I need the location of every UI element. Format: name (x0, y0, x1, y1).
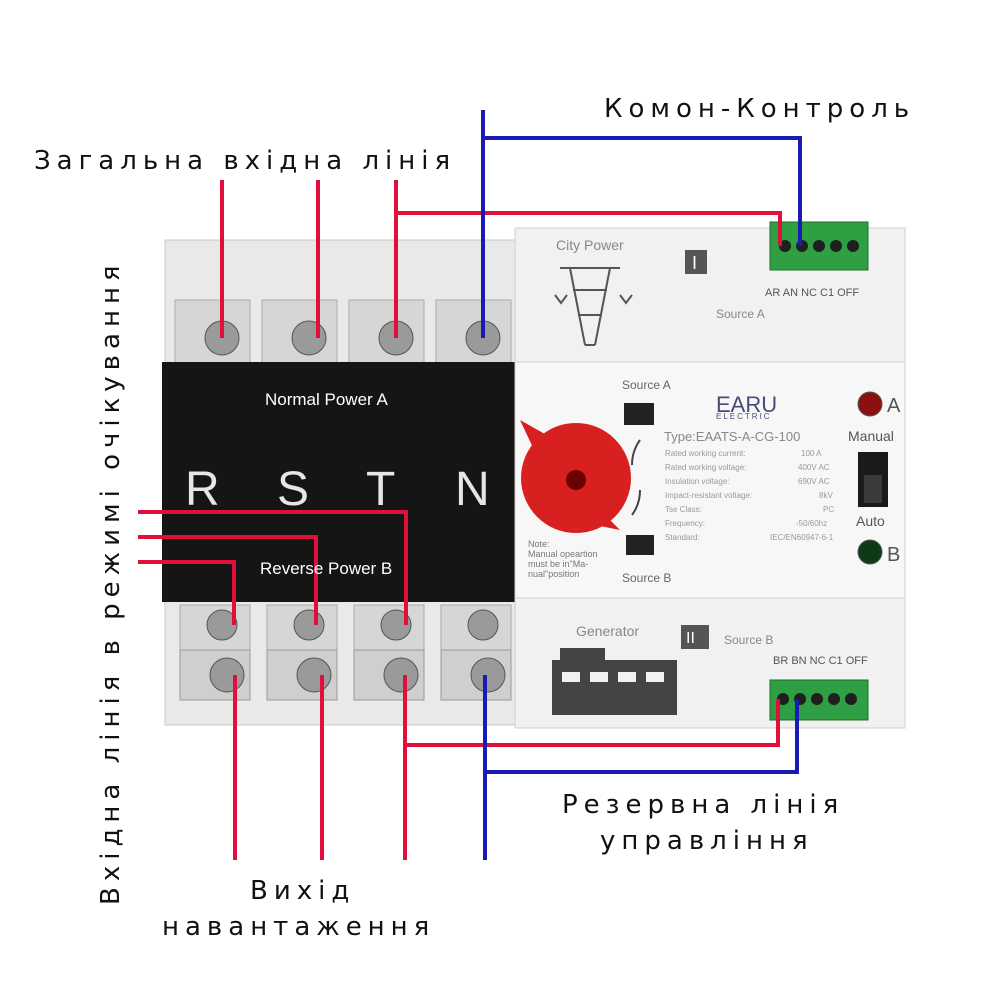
spec-value-5: -50/60hz (796, 519, 827, 528)
brand-sub: ELECTRIC (716, 412, 772, 421)
city-power-label: City Power (556, 237, 624, 253)
terminals-a-label: AR AN NC C1 OFF (765, 287, 859, 299)
source-a-window (624, 403, 654, 425)
generator-label: Generator (576, 623, 639, 639)
wire-backup-control (483, 675, 799, 860)
indicator-b-lamp (857, 539, 883, 565)
spec-label-2: Insulation voltage: (665, 477, 730, 486)
brand-logo: EARU (716, 392, 777, 417)
spec-label-5: Frequency: (665, 519, 705, 528)
wire-to-ar (396, 211, 782, 246)
indicator-b-label: B (887, 544, 900, 566)
source-a-module-label: Source A (716, 307, 765, 321)
roman-2-label: II (686, 630, 695, 647)
roman-1-label: I (692, 253, 697, 273)
backup-control-label-1: Резервна лінія (562, 790, 845, 820)
spec-label-6: Standard: (665, 533, 700, 542)
spec-value-3: 8kV (819, 491, 833, 500)
common-control-label: Комон-Контроль (604, 94, 916, 124)
bottom-terminal-block (164, 599, 516, 726)
backup-control-label-2: управління (600, 826, 814, 856)
spec-label-0: Rated working current: (665, 449, 745, 458)
common-input-label: Загальна вхідна лінія (34, 146, 457, 176)
wire-standby-s (138, 535, 318, 625)
spec-value-2: 690V AC (798, 477, 830, 486)
normal-power-label: Normal Power A (265, 390, 388, 409)
indicator-a-label: A (887, 395, 901, 417)
spec-value-1: 400V AC (798, 463, 830, 472)
note-line-2: must be in"Ma- (528, 559, 588, 569)
source-b-window (626, 535, 654, 555)
phase-r: R (185, 463, 220, 516)
note-line-3: nual"position (528, 569, 579, 579)
spec-label-4: Tse Class: (665, 505, 702, 514)
auto-label: Auto (856, 513, 885, 529)
spec-label-1: Rated working voltage: (665, 463, 746, 472)
phase-n: N (455, 463, 490, 516)
note-line-0: Note: (528, 539, 550, 549)
type-label: Type:EAATS-A-CG-100 (664, 429, 800, 444)
control-housing (514, 221, 906, 729)
source-b-window-label: Source B (622, 571, 671, 585)
manual-handle[interactable] (520, 420, 631, 533)
top-terminal-block (164, 239, 516, 371)
wire-common-control (481, 110, 802, 338)
spec-value-4: PC (823, 505, 834, 514)
reverse-power-label: Reverse Power B (260, 559, 392, 578)
source-b-module-label: Source B (724, 633, 773, 647)
wires (138, 110, 802, 860)
source-a-window-label: Source A (622, 378, 671, 392)
wire-load-t (403, 675, 780, 860)
phase-s: S (277, 463, 309, 516)
pylon-icon (554, 267, 633, 346)
load-output-label-1: Вихід (250, 876, 356, 906)
load-output-label-2: навантаження (162, 912, 436, 942)
manual-label: Manual (848, 428, 894, 444)
spec-label-3: Impact-resistant voltage: (665, 491, 752, 500)
terminals-b-label: BR BN NC C1 OFF (773, 655, 868, 667)
standby-input-label: Вхідна лінія в режимі очікування (96, 259, 126, 905)
spec-value-0: 100 A (801, 449, 822, 458)
note-line-1: Manual opeartion (528, 549, 598, 559)
indicator-a-lamp (857, 391, 883, 417)
spec-value-6: IEC/EN60947-6-1 (770, 533, 834, 542)
phase-t: T (366, 463, 395, 516)
wire-standby-r (138, 560, 236, 625)
wire-standby-t (138, 510, 408, 625)
generator-icon (552, 648, 677, 715)
